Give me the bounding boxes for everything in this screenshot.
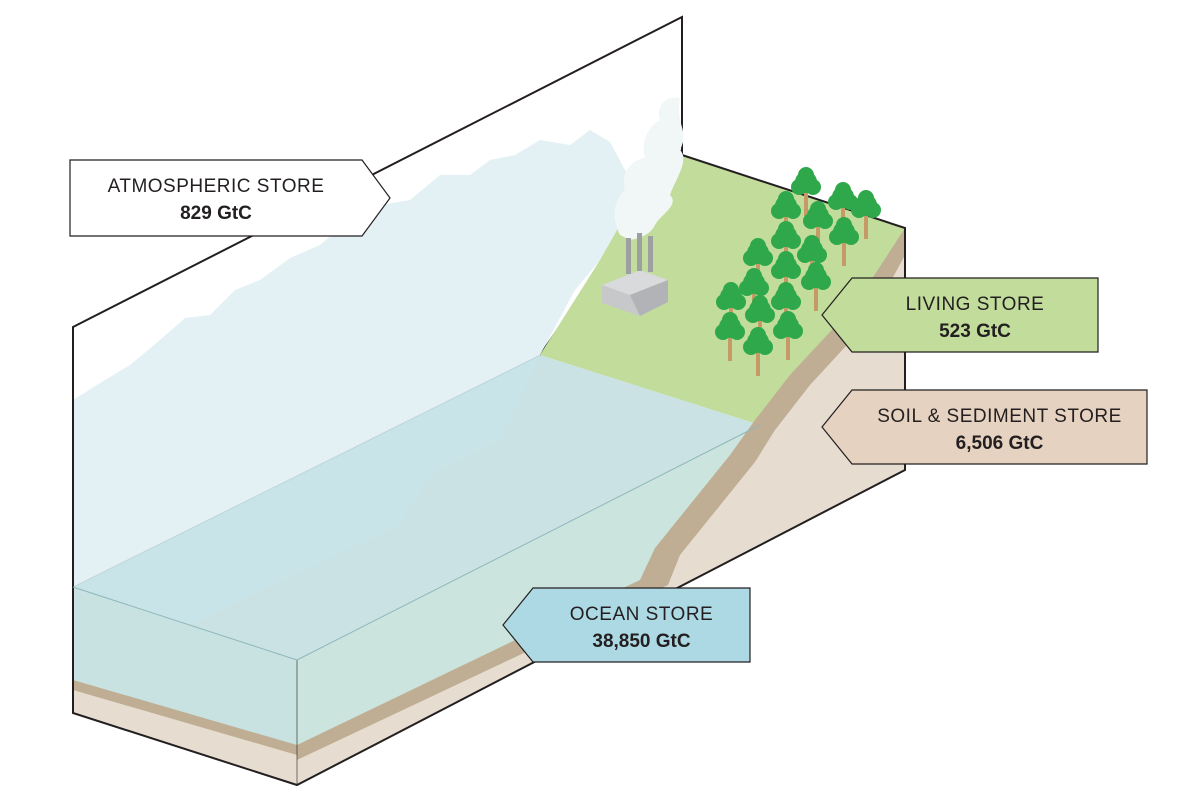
soil-front-face (73, 690, 297, 785)
ocean-side-face (297, 425, 760, 755)
atmospheric-store-value: 829 GtC (180, 203, 252, 224)
atmosphere-cloud (73, 130, 640, 587)
living-callout-box (821, 277, 1099, 353)
living-store-callout: LIVING STORE 523 GtC (821, 277, 1099, 353)
ocean-top-edge (72, 586, 298, 661)
tree-icon (716, 282, 746, 331)
living-store-name: LIVING STORE (906, 294, 1045, 315)
ocean-front-face (73, 587, 297, 755)
atmospheric-callout-box (69, 159, 391, 237)
soil-callout-box (821, 389, 1148, 465)
atmospheric-store-name: ATMOSPHERIC STORE (108, 176, 325, 197)
tree-icon (803, 201, 833, 250)
ocean-interior (73, 355, 540, 680)
ocean-far-edge (296, 424, 761, 661)
tree-icon (743, 327, 773, 376)
soil-store-name: SOIL & SEDIMENT STORE (877, 406, 1122, 427)
store-callouts: ATMOSPHERIC STORE 829 GtC LIVING STORE 523 … (69, 159, 1148, 663)
ocean-callout-box (502, 587, 751, 663)
tree-icon (791, 167, 821, 216)
ocean-store-name: OCEAN STORE (570, 604, 713, 625)
ocean-store-callout: OCEAN STORE 38,850 GtC (502, 587, 751, 663)
atmospheric-store-callout: ATMOSPHERIC STORE 829 GtC (69, 159, 391, 237)
tree-icon (829, 217, 859, 266)
tree-icon (851, 190, 881, 239)
living-store-value: 523 GtC (939, 321, 1011, 342)
ocean-store-value: 38,850 GtC (592, 631, 690, 652)
tree-icon (801, 262, 831, 311)
tree-icon (828, 182, 858, 231)
factory-icon (602, 233, 668, 316)
soil-side-face (297, 228, 905, 785)
tree-icon (715, 312, 745, 361)
forest (715, 167, 881, 376)
soil-store-value: 6,506 GtC (956, 433, 1044, 454)
smoke-plume-icon (614, 97, 684, 240)
tree-icon (773, 311, 803, 360)
soil-store-callout: SOIL & SEDIMENT STORE 6,506 GtC (821, 389, 1148, 465)
